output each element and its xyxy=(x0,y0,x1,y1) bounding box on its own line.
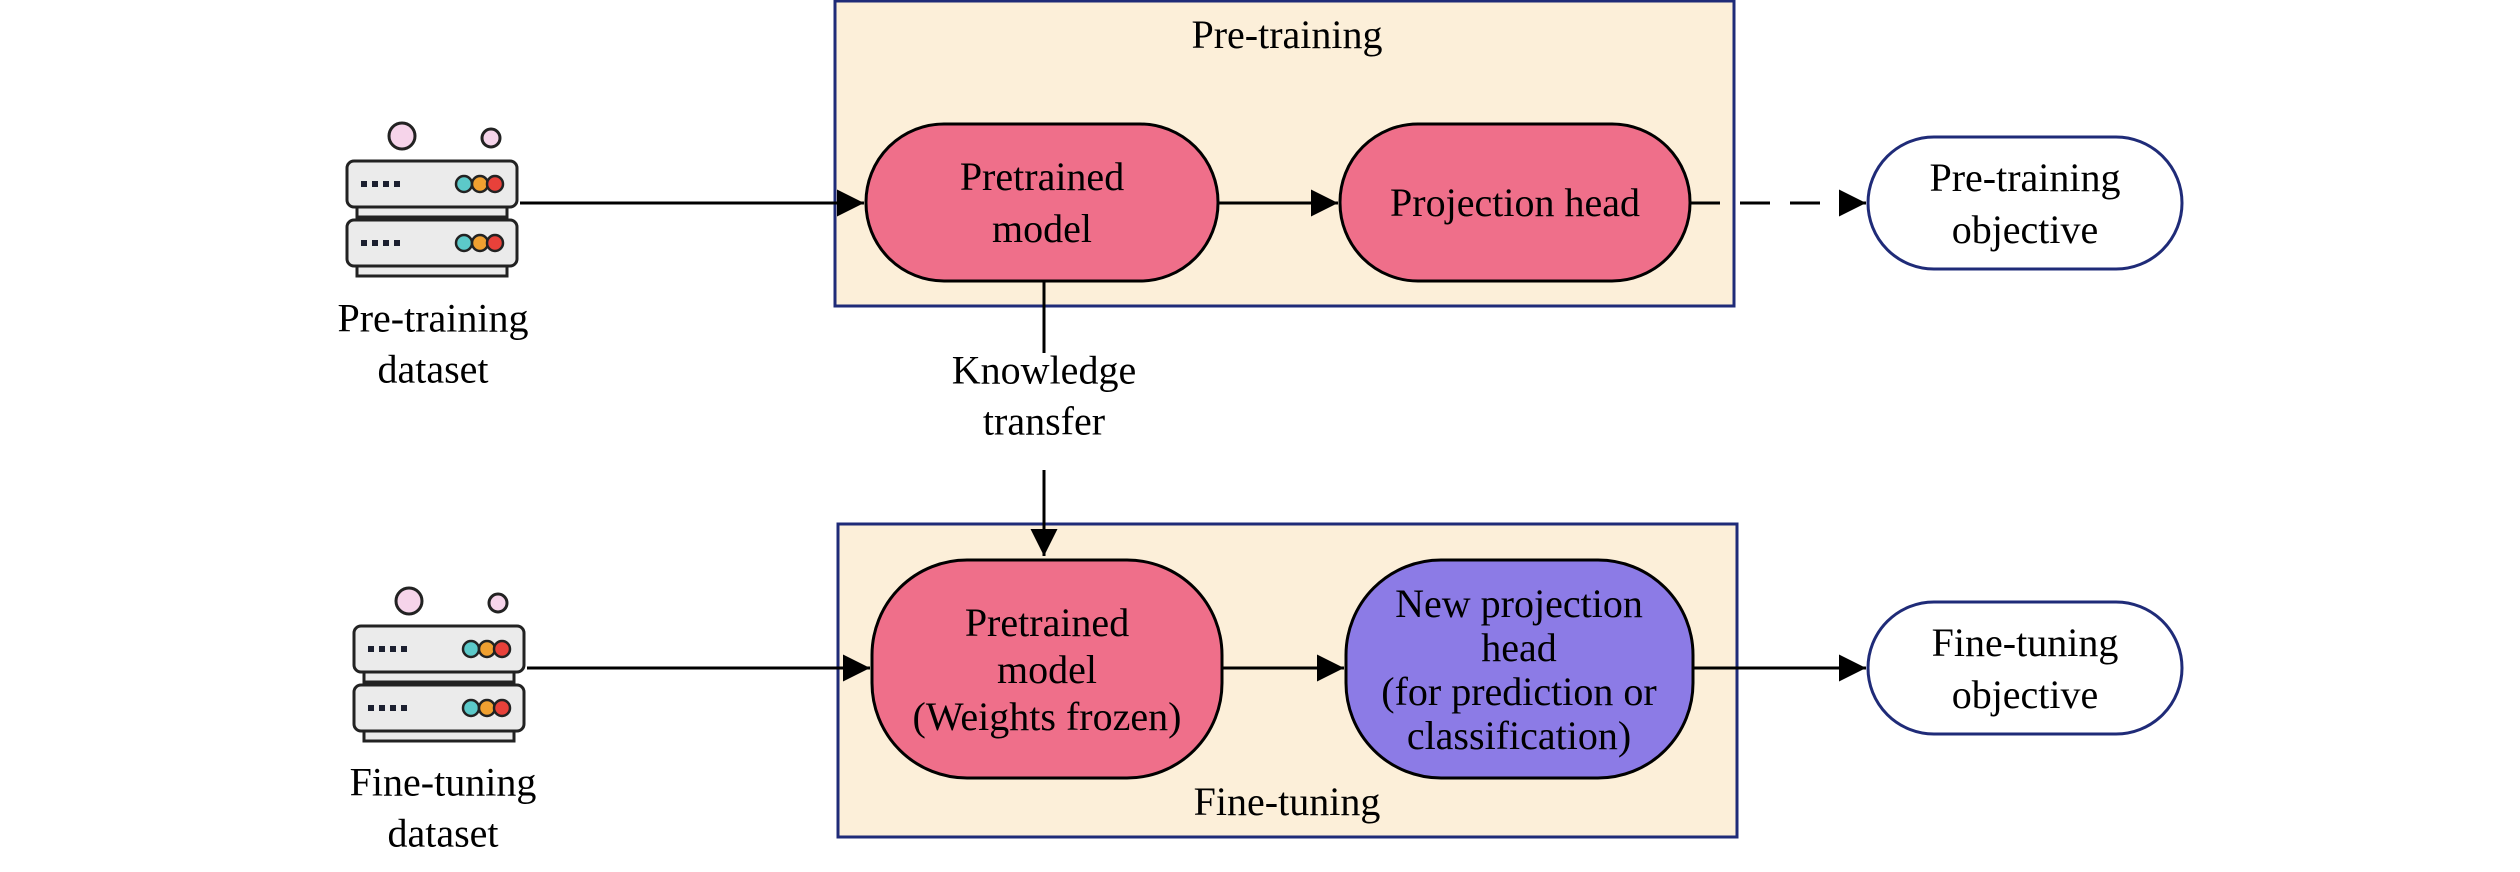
server-led xyxy=(477,698,497,718)
label-line: Pre-training xyxy=(1929,155,2120,200)
finetuning-dataset-label: Fine-tuning dataset xyxy=(350,760,537,856)
finetuning-objective-label: Fine-tuning objective xyxy=(1932,620,2119,717)
bubble-large xyxy=(387,121,417,151)
label-line: Pretrained xyxy=(960,154,1124,199)
label-line: dataset xyxy=(377,347,488,392)
label-line: Knowledge xyxy=(952,348,1136,393)
server-vent xyxy=(361,181,367,187)
server-vent xyxy=(379,705,385,711)
pretrained-model-label: Pretrained model xyxy=(960,154,1124,251)
server-vent xyxy=(383,181,389,187)
server-vent xyxy=(401,705,407,711)
pretrained-model-node xyxy=(864,122,1220,283)
server-led xyxy=(492,698,512,718)
label-line: objective xyxy=(1952,207,2099,252)
server-led xyxy=(461,639,481,659)
server-led xyxy=(492,639,512,659)
server-vent xyxy=(401,646,407,652)
pretraining-objective-node xyxy=(1866,135,2184,271)
server-vent xyxy=(368,646,374,652)
label-line: model xyxy=(997,647,1097,692)
server-led xyxy=(461,698,481,718)
server-led xyxy=(485,233,505,253)
server-vent xyxy=(368,705,374,711)
server-vent xyxy=(394,181,400,187)
server-base xyxy=(355,205,509,219)
projection-head-label: Projection head xyxy=(1390,180,1640,225)
server-base xyxy=(355,264,509,278)
server-vent xyxy=(394,240,400,246)
server-led xyxy=(485,174,505,194)
frozen-pretrained-model-node xyxy=(870,558,1224,780)
server-vent xyxy=(372,181,378,187)
projection-head-node xyxy=(1338,122,1692,283)
label-line: (for prediction or xyxy=(1381,669,1656,714)
server-vent xyxy=(383,240,389,246)
new-projection-head-node xyxy=(1344,558,1695,780)
server-led xyxy=(477,639,497,659)
bubble-small xyxy=(487,592,509,614)
finetuning-objective-node xyxy=(1866,600,2184,736)
pretraining-panel-label: Pre-training xyxy=(1191,12,1382,57)
label-line: New projection xyxy=(1395,581,1643,626)
label-line: Fine-tuning xyxy=(350,760,537,805)
server-led xyxy=(470,233,490,253)
server-vent xyxy=(390,646,396,652)
label-line: dataset xyxy=(387,811,498,856)
label-line: (Weights frozen) xyxy=(913,694,1182,739)
server-icon xyxy=(352,586,526,743)
server-led xyxy=(470,174,490,194)
server-vent xyxy=(372,240,378,246)
label-line: Pretrained xyxy=(965,600,1129,645)
label-line: Fine-tuning xyxy=(1932,620,2119,665)
label-line: transfer xyxy=(983,399,1105,444)
label-line: Projection head xyxy=(1390,180,1640,225)
server-vent xyxy=(379,646,385,652)
label-line: Pre-training xyxy=(337,296,528,341)
label-line: objective xyxy=(1952,672,2099,717)
bubble-small xyxy=(480,127,502,149)
pretraining-objective-label: Pre-training objective xyxy=(1929,155,2120,252)
server-base xyxy=(362,729,516,743)
server-led xyxy=(454,174,474,194)
server-icon xyxy=(345,121,519,278)
server-vent xyxy=(361,240,367,246)
label-line: head xyxy=(1481,625,1557,670)
knowledge-transfer-label: Knowledge transfer xyxy=(952,348,1136,444)
bubble-large xyxy=(394,586,424,616)
server-led xyxy=(454,233,474,253)
server-base xyxy=(362,670,516,684)
pretraining-dataset-label: Pre-training dataset xyxy=(337,296,528,392)
server-vent xyxy=(390,705,396,711)
label-line: classification) xyxy=(1407,713,1631,758)
finetuning-panel-label: Fine-tuning xyxy=(1194,779,1381,824)
label-line: model xyxy=(992,206,1092,251)
